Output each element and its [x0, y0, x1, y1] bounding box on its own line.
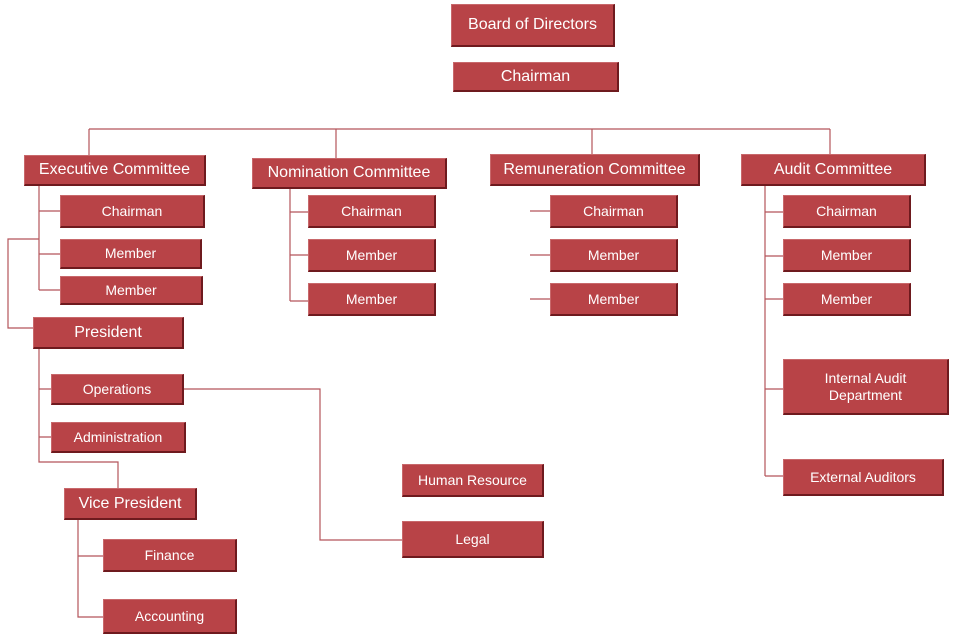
internal-audit-department-label: Internal Audit Department — [824, 369, 907, 403]
remuneration-member-box: Member — [550, 239, 678, 272]
audit-member-label: Member — [820, 246, 873, 263]
remuneration-committee-label: Remuneration Committee — [503, 160, 686, 178]
executive-member-box: Member — [60, 239, 202, 269]
board-of-directors-label: Board of Directors — [468, 16, 597, 34]
nomination-committee-connector — [289, 189, 308, 302]
audit-committee-label: Audit Committee — [773, 160, 893, 178]
president-label: President — [74, 323, 142, 341]
audit-committee-box: Audit Committee — [741, 154, 926, 186]
remuneration-member-box: Member — [550, 283, 678, 316]
accounting-label: Accounting — [134, 607, 205, 624]
nomination-member-label: Member — [345, 246, 398, 263]
nomination-member-box: Member — [308, 283, 436, 316]
human-resource-label: Human Resource — [418, 471, 527, 488]
remuneration-member-label: Member — [587, 290, 640, 307]
executive-committee-label: Executive Committee — [38, 161, 191, 179]
operations-label: Operations — [82, 380, 152, 397]
audit-member-box: Member — [783, 239, 911, 272]
executive-member-label: Member — [105, 281, 157, 298]
chairman-box: Chairman — [453, 62, 619, 92]
legal-box: Legal — [402, 521, 544, 558]
president-children-connector — [38, 348, 119, 488]
board-of-directors-box: Board of Directors — [451, 4, 615, 47]
finance-box: Finance — [103, 539, 237, 572]
nomination-committee-box: Nomination Committee — [252, 158, 447, 189]
audit-member-box: Member — [783, 283, 911, 316]
administration-label: Administration — [73, 428, 163, 445]
remuneration-member-label: Member — [587, 246, 640, 263]
nomination-member-label: Member — [345, 290, 398, 307]
audit-chairman-box: Chairman — [783, 195, 911, 228]
audit-chairman-label: Chairman — [816, 202, 877, 219]
remuneration-chairman-label: Chairman — [583, 202, 644, 219]
remuneration-committee-box: Remuneration Committee — [490, 154, 700, 186]
external-auditors-label: External Auditors — [810, 468, 916, 485]
finance-label: Finance — [144, 546, 195, 563]
administration-box: Administration — [51, 422, 186, 453]
nomination-member-box: Member — [308, 239, 436, 272]
president-box: President — [33, 317, 184, 349]
internal-audit-department-box: Internal Audit Department — [783, 359, 949, 415]
remuneration-committee-connector — [530, 210, 550, 300]
executive-member-box: Member — [60, 276, 203, 305]
external-auditors-box: External Auditors — [783, 459, 944, 496]
nomination-chairman-label: Chairman — [341, 202, 402, 219]
executive-committee-connector — [38, 186, 60, 291]
committee-bus-line — [88, 128, 831, 158]
nomination-chairman-box: Chairman — [308, 195, 436, 228]
operations-box: Operations — [51, 374, 184, 405]
legal-label: Legal — [455, 530, 490, 547]
vice-president-label: Vice President — [78, 494, 182, 512]
vice-president-box: Vice President — [64, 488, 197, 520]
president-connector — [7, 238, 39, 329]
executive-chairman-label: Chairman — [101, 202, 163, 219]
vice-president-children-connector — [77, 520, 103, 618]
audit-member-label: Member — [820, 290, 873, 307]
nomination-committee-label: Nomination Committee — [267, 164, 431, 182]
remuneration-chairman-box: Chairman — [550, 195, 678, 228]
human-resource-box: Human Resource — [402, 464, 544, 497]
executive-member-label: Member — [104, 245, 157, 262]
operations-legal-connector — [183, 388, 402, 541]
accounting-box: Accounting — [103, 599, 237, 634]
executive-chairman-box: Chairman — [60, 195, 205, 228]
audit-committee-connector — [764, 186, 783, 477]
chairman-label: Chairman — [500, 67, 571, 85]
executive-committee-box: Executive Committee — [24, 155, 206, 186]
